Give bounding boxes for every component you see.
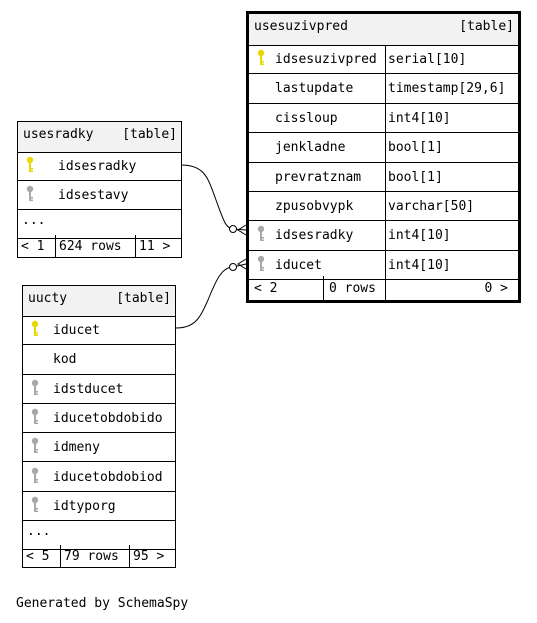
- table-name: usesradky: [23, 127, 94, 142]
- table-name: usesuzivpred: [254, 19, 348, 34]
- column-row[interactable]: idsesuzivpred serial[10]: [249, 45, 518, 75]
- children-count: 11 >: [139, 239, 171, 254]
- column-name: iducet: [275, 257, 322, 273]
- row-count: 624 rows: [59, 239, 122, 254]
- footer-divider: [60, 545, 61, 567]
- table-header: usesuzivpred [table]: [249, 14, 518, 46]
- foreign-key-icon: [30, 408, 40, 426]
- parents-count: < 1: [21, 239, 45, 254]
- column-name: ...: [22, 213, 46, 228]
- link-end-circle: [229, 225, 237, 233]
- column-row[interactable]: idtyporg: [23, 492, 175, 522]
- table-kind: [table]: [116, 291, 171, 306]
- column-name: idsesuzivpred: [275, 52, 377, 67]
- footer-divider: [55, 235, 56, 257]
- column-name: lastupdate: [275, 81, 354, 97]
- column-type: timestamp[29,6]: [388, 81, 506, 97]
- column-name: iducetobdobido: [53, 410, 163, 426]
- column-name: idmeny: [53, 440, 100, 456]
- column-type: int4[10]: [388, 110, 451, 126]
- column-name: idsesradky: [58, 159, 137, 174]
- footer-divider: [135, 235, 136, 257]
- link-usesradky-to-usesuzivpred: [180, 164, 247, 231]
- table-uucty[interactable]: uucty [table] iducet kod idstducet iducetob…: [22, 285, 176, 568]
- column-type: varchar[50]: [388, 199, 475, 214]
- column-name: kod: [53, 352, 77, 368]
- footer-divider: [385, 276, 386, 300]
- column-type: serial[10]: [388, 52, 467, 67]
- column-name: idstducet: [53, 381, 124, 397]
- table-name: uucty: [28, 291, 68, 306]
- column-row[interactable]: idsestavy: [18, 181, 181, 210]
- footer-divider: [323, 276, 324, 300]
- table-header: uucty [table]: [23, 286, 175, 317]
- column-row[interactable]: idstducet: [23, 375, 175, 404]
- row-count: 0 rows: [329, 281, 376, 296]
- column-name: idtyporg: [53, 498, 116, 514]
- footer-divider: [129, 545, 130, 567]
- key-icon: [256, 49, 266, 67]
- table-footer: < 5 79 rows 95 >: [23, 545, 175, 567]
- column-type: bool[1]: [388, 140, 443, 156]
- link-crowfoot: [237, 258, 247, 270]
- column-row[interactable]: iducet: [23, 316, 175, 346]
- column-row[interactable]: iducet int4[10]: [249, 251, 518, 281]
- column-row[interactable]: jenkladne bool[1]: [249, 133, 518, 163]
- column-name: jenkladne: [275, 140, 346, 156]
- column-name: iducetobdobiod: [53, 469, 163, 485]
- parents-count: < 5: [26, 549, 50, 564]
- foreign-key-icon: [25, 185, 35, 203]
- link-crowfoot: [237, 224, 247, 236]
- link-end-circle: [229, 263, 237, 271]
- column-row[interactable]: iducetobdobido: [23, 404, 175, 434]
- table-usesradky[interactable]: usesradky [table] idsesradky idsestavy...…: [17, 121, 182, 258]
- column-row[interactable]: idsesradky int4[10]: [249, 221, 518, 251]
- table-kind: [table]: [459, 19, 514, 34]
- table-footer: < 2 0 rows 0 >: [249, 276, 518, 300]
- column-row[interactable]: prevratznam bool[1]: [249, 163, 518, 192]
- column-divider: [385, 45, 386, 276]
- foreign-key-icon: [30, 496, 40, 514]
- foreign-key-icon: [30, 437, 40, 455]
- parents-count: < 2: [254, 281, 278, 296]
- foreign-key-icon: [30, 467, 40, 485]
- row-count: 79 rows: [64, 549, 119, 564]
- column-row[interactable]: zpusobvypk varchar[50]: [249, 192, 518, 222]
- column-row[interactable]: ...: [18, 210, 181, 239]
- column-name: cissloup: [275, 110, 338, 126]
- column-row[interactable]: lastupdate timestamp[29,6]: [249, 74, 518, 104]
- column-row[interactable]: kod: [23, 345, 175, 375]
- generated-by-label: Generated by SchemaSpy: [16, 596, 189, 611]
- column-row[interactable]: cissloup int4[10]: [249, 104, 518, 134]
- table-header: usesradky [table]: [18, 122, 181, 153]
- foreign-key-icon: [256, 255, 266, 273]
- column-name: idsestavy: [58, 188, 129, 203]
- column-name: idsesradky: [275, 228, 354, 244]
- table-footer: < 1 624 rows 11 >: [18, 235, 181, 257]
- column-row[interactable]: ...: [23, 521, 175, 551]
- link-uucty-to-usesuzivpred: [175, 263, 247, 329]
- column-type: bool[1]: [388, 169, 443, 185]
- key-icon: [25, 156, 35, 174]
- foreign-key-icon: [256, 225, 266, 243]
- children-count: 0 >: [484, 281, 508, 296]
- key-icon: [30, 320, 40, 338]
- table-usesuzivpred[interactable]: usesuzivpred [table] idsesuzivpred serial…: [246, 11, 521, 303]
- column-row[interactable]: iducetobdobiod: [23, 463, 175, 492]
- children-count: 95 >: [133, 549, 165, 564]
- column-name: ...: [27, 524, 51, 540]
- column-type: int4[10]: [388, 257, 451, 273]
- column-row[interactable]: idmeny: [23, 433, 175, 463]
- foreign-key-icon: [30, 379, 40, 397]
- table-kind: [table]: [122, 127, 177, 142]
- column-type: int4[10]: [388, 228, 451, 244]
- column-name: prevratznam: [275, 169, 362, 185]
- column-name: iducet: [53, 323, 100, 338]
- column-name: zpusobvypk: [275, 199, 354, 214]
- column-row[interactable]: idsesradky: [18, 152, 181, 181]
